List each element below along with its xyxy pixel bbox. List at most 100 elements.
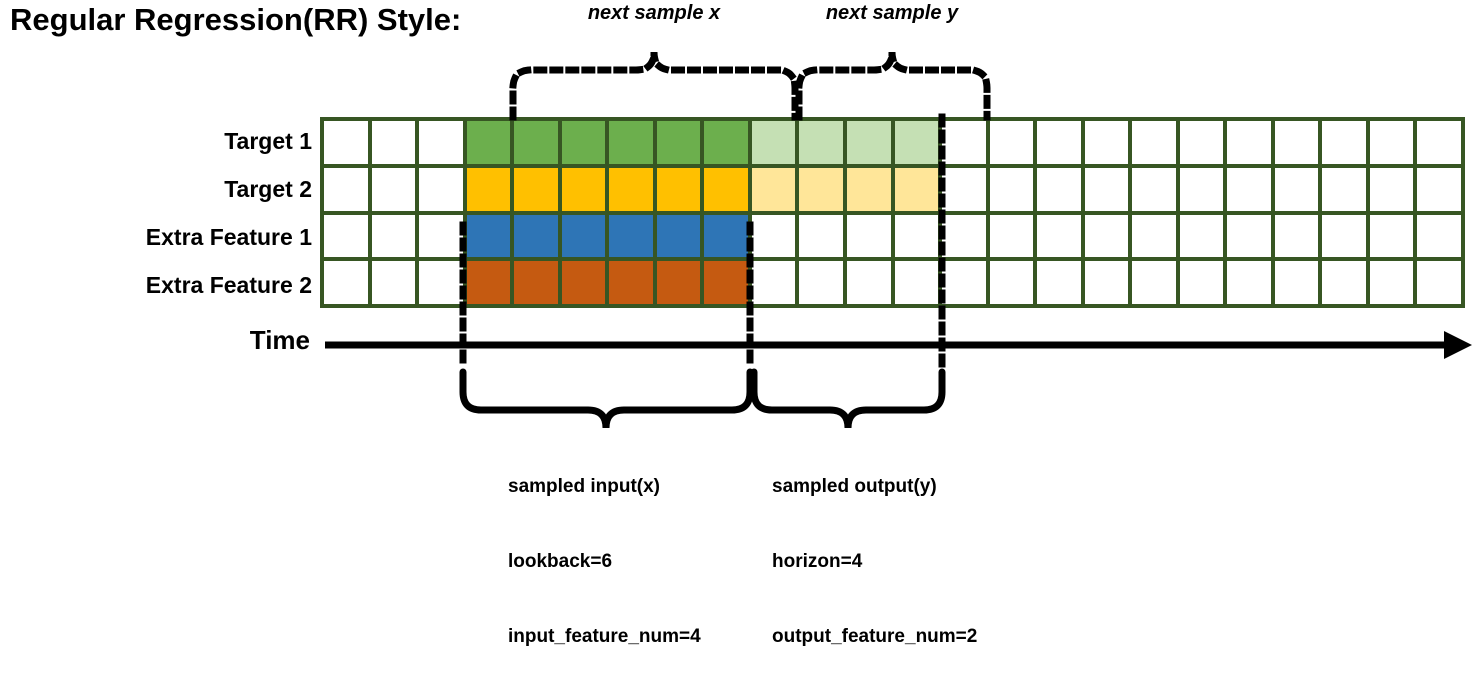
grid-cell-input	[609, 261, 653, 304]
grid-cell-blank	[989, 214, 1034, 258]
grid-cell-blank	[1037, 167, 1081, 211]
grid-cell-input	[704, 261, 748, 304]
grid-cell-input	[514, 261, 558, 304]
grid-cell-blank	[989, 167, 1034, 211]
grid-cell-blank	[894, 261, 939, 304]
grid-cell-blank	[1084, 214, 1129, 258]
grid-cell-output	[799, 167, 843, 211]
grid-cell-blank	[1417, 261, 1461, 304]
grid-cell-output	[799, 121, 843, 164]
next-sample-x-brace	[509, 51, 799, 121]
grid-cell-input	[466, 214, 511, 258]
grid-cell-blank	[846, 214, 891, 258]
grid-cell-input	[514, 214, 558, 258]
grid-cell-blank	[751, 214, 796, 258]
grid-cell-blank	[371, 261, 416, 304]
sampled-input-title: sampled input(x)	[508, 476, 661, 497]
grid-cell-blank	[1274, 121, 1319, 164]
grid-cell-blank	[1084, 167, 1129, 211]
grid-cell-blank	[371, 167, 416, 211]
grid-cell-blank	[1132, 214, 1176, 258]
grid-cell-blank	[1037, 121, 1081, 164]
grid-cell-blank	[371, 214, 416, 258]
grid-cell-blank	[1037, 261, 1081, 304]
grid-cell-input	[466, 121, 511, 164]
next-sample-y-label: next sample y	[825, 2, 959, 24]
grid-cell-blank	[1369, 167, 1414, 211]
time-axis-label: Time	[249, 325, 310, 355]
grid-cell-blank	[942, 167, 986, 211]
grid-cell-blank	[1037, 214, 1081, 258]
grid-cell-blank	[894, 214, 939, 258]
grid-cell-blank	[1084, 121, 1129, 164]
grid-cell-blank	[1274, 214, 1319, 258]
grid-cell-blank	[942, 261, 986, 304]
grid-cell-input	[561, 167, 606, 211]
grid-cell-input	[656, 261, 701, 304]
grid-cell-output	[751, 167, 796, 211]
horizon-value: horizon=4	[772, 551, 863, 572]
grid-cell-blank	[846, 261, 891, 304]
grid-cell-blank	[799, 261, 843, 304]
grid-cell-blank	[1227, 261, 1271, 304]
output-feature-num-value: output_feature_num=2	[772, 626, 978, 647]
grid-cell-output	[846, 121, 891, 164]
sampled-output-caption: sampled output(y) horizon=4 output_featu…	[772, 424, 977, 699]
lookback-value: lookback=6	[508, 551, 613, 572]
grid-cell-input	[514, 121, 558, 164]
grid-cell-input	[656, 167, 701, 211]
grid-cell-blank	[1369, 121, 1414, 164]
grid-cell-input	[609, 214, 653, 258]
grid-cell-input	[704, 121, 748, 164]
time-axis	[325, 331, 1472, 359]
grid-cell-input	[466, 261, 511, 304]
row-label-extra-feature-1: Extra Feature 1	[145, 224, 312, 250]
sampled-output-title: sampled output(y)	[772, 476, 937, 497]
grid-cell-blank	[324, 121, 368, 164]
grid-cell-blank	[1179, 261, 1224, 304]
grid-cell-blank	[942, 214, 986, 258]
grid-cell-output	[846, 167, 891, 211]
grid-cell-input	[704, 167, 748, 211]
grid-cell-input	[466, 167, 511, 211]
grid-cell-blank	[1322, 167, 1366, 211]
grid-cell-blank	[324, 261, 368, 304]
grid-cell-blank	[989, 261, 1034, 304]
grid-cell-blank	[1132, 121, 1176, 164]
timeline-grid	[320, 117, 1465, 308]
grid-cell-input	[561, 261, 606, 304]
grid-cell-blank	[751, 261, 796, 304]
page-title: Regular Regression(RR) Style:	[10, 2, 462, 37]
grid-cell-input	[704, 214, 748, 258]
grid-cell-blank	[989, 121, 1034, 164]
grid-cell-blank	[1322, 121, 1366, 164]
grid-cell-blank	[1179, 167, 1224, 211]
grid-cell-blank	[1369, 261, 1414, 304]
grid-cell-blank	[1274, 167, 1319, 211]
grid-cell-input	[609, 167, 653, 211]
grid-cell-blank	[1227, 167, 1271, 211]
grid-cell-blank	[1369, 214, 1414, 258]
grid-cell-blank	[799, 214, 843, 258]
row-label-extra-feature-2: Extra Feature 2	[145, 272, 312, 298]
grid-cell-input	[514, 167, 558, 211]
grid-cell-blank	[1132, 167, 1176, 211]
grid-cell-blank	[1227, 214, 1271, 258]
grid-cell-blank	[1227, 121, 1271, 164]
grid-cell-blank	[1322, 214, 1366, 258]
grid-cell-blank	[1179, 214, 1224, 258]
grid-cell-blank	[419, 214, 463, 258]
grid-cell-output	[751, 121, 796, 164]
grid-cell-blank	[1132, 261, 1176, 304]
grid-cell-output	[894, 121, 939, 164]
grid-cell-blank	[371, 121, 416, 164]
grid-cell-input	[656, 214, 701, 258]
grid-cell-blank	[324, 214, 368, 258]
grid-cell-blank	[1179, 121, 1224, 164]
next-sample-y-brace	[795, 51, 991, 121]
grid-cell-input	[561, 121, 606, 164]
grid-cell-blank	[324, 167, 368, 211]
next-sample-x-label: next sample x	[587, 2, 721, 24]
grid-cell-blank	[1417, 121, 1461, 164]
row-label-target-2: Target 2	[224, 176, 312, 202]
